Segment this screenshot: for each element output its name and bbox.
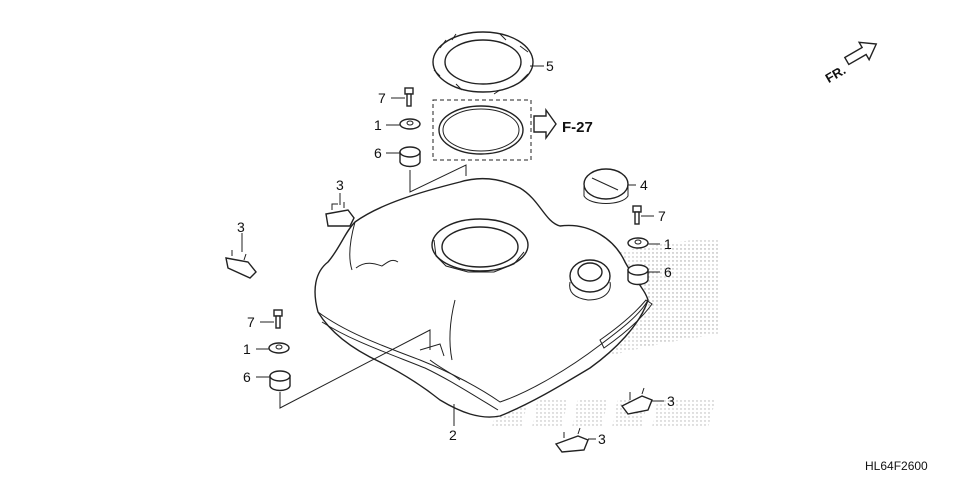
part-1-collar: [627, 237, 649, 249]
reference-label: F-27: [562, 119, 593, 136]
callout-3: 3: [336, 177, 344, 193]
part-7-bolt: [273, 309, 283, 329]
callout-6: 6: [243, 369, 251, 385]
drawing-code: HL64F2600: [865, 459, 928, 473]
reference-box: [432, 99, 532, 161]
callout-6: 6: [664, 264, 672, 280]
reference-arrow-icon: [533, 107, 557, 141]
part-1-collar: [399, 118, 421, 130]
part-3-clip: [225, 250, 257, 279]
callout-7: 7: [378, 90, 386, 106]
part-3-clip: [325, 202, 355, 227]
fuel-tank: [314, 177, 653, 418]
callout-2: 2: [449, 427, 457, 443]
callout-3: 3: [667, 393, 675, 409]
callout-1: 1: [243, 341, 251, 357]
part-6-grommet: [269, 370, 291, 392]
part-5-lock-ring: [432, 31, 534, 95]
callout-7: 7: [658, 208, 666, 224]
callout-1: 1: [664, 236, 672, 252]
callout-5: 5: [546, 58, 554, 74]
part-6-grommet: [399, 146, 421, 168]
part-7-bolt: [632, 205, 642, 225]
front-direction-label: FR.: [823, 62, 849, 85]
callout-3: 3: [237, 219, 245, 235]
part-1-collar: [268, 342, 290, 354]
callout-1: 1: [374, 117, 382, 133]
part-4-fuel-cap: [583, 168, 629, 204]
part-6-grommet: [627, 264, 649, 286]
part-3-clip: [620, 387, 653, 415]
part-3-clip: [554, 427, 589, 453]
front-direction-arrow-icon: [843, 41, 878, 66]
leader-lines: [241, 65, 664, 440]
callout-6: 6: [374, 145, 382, 161]
callout-7: 7: [247, 314, 255, 330]
callout-3: 3: [598, 431, 606, 447]
callout-4: 4: [640, 177, 648, 193]
part-7-bolt: [404, 87, 414, 107]
